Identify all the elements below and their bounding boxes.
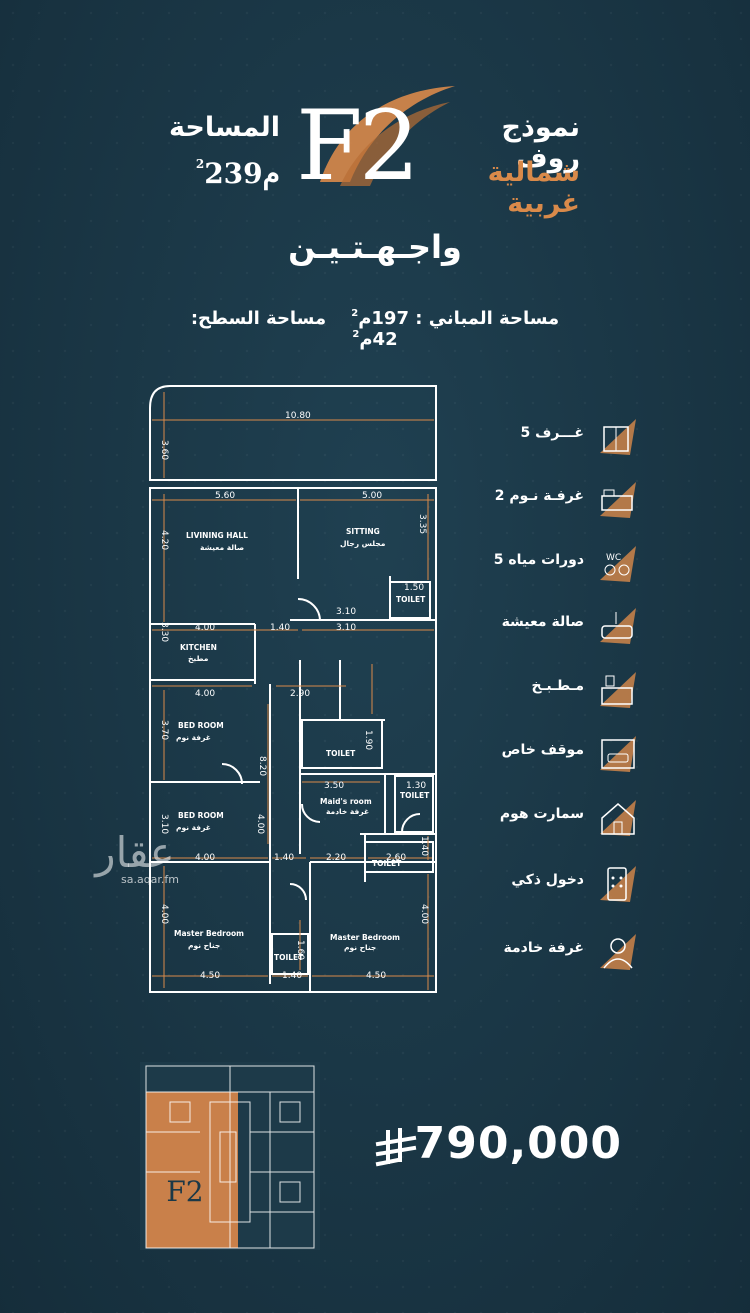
dim-label: 4.50 [366, 971, 386, 981]
living-icon [600, 608, 636, 644]
feature-living: صالة معيشة [440, 604, 640, 648]
feature-smart-entry: دخول ذكي [440, 862, 640, 906]
parking-icon [600, 736, 636, 772]
room-label-en: LIVINING HALL [186, 531, 248, 540]
room-label-ar: غرفة نوم [176, 823, 211, 832]
dim-label: 4.20 [159, 530, 169, 550]
building-area-label: مساحة المباني : [415, 308, 560, 329]
dim-label: 4.00 [159, 904, 169, 924]
dim-label: 4.50 [200, 971, 220, 981]
room-label-en: KITCHEN [180, 643, 217, 652]
feature-bathrooms: 5 دورات مياه WC [440, 542, 640, 586]
room-label-ar: صالة معيشة [200, 543, 244, 552]
building-thumbnail [140, 1062, 320, 1250]
model-name: نموذج روف [501, 112, 580, 174]
toilet-label: TOILET [396, 595, 426, 604]
maid-icon [600, 934, 636, 970]
room-label-en: Master Bedroom [174, 929, 244, 938]
roof-area-label: مساحة السطح: [190, 308, 327, 329]
feature-parking: موقف خاص [440, 732, 640, 776]
dim-label: 4.00 [195, 689, 215, 699]
toilet-label: TOILET [326, 749, 356, 758]
room-label-en: Maid's room [320, 797, 372, 806]
smart-entry-icon [600, 866, 636, 902]
dim-label: 10.80 [285, 411, 311, 421]
dim-label: 1.60 [295, 940, 305, 960]
toilet-label: TOILET [372, 859, 402, 868]
smart-home-icon [600, 800, 636, 836]
swoosh-graphic [320, 86, 455, 186]
wc-icon: WC [600, 546, 636, 582]
feature-smart-home: سمارت هوم [440, 796, 640, 840]
area-label: المساحة [169, 112, 280, 143]
feature-kitchen: مـطـبـخ [440, 668, 640, 712]
model-orientation: شمالية غربية [487, 157, 580, 219]
room-label-ar: مجلس رجال [340, 539, 386, 548]
dim-label: 1.40 [419, 836, 429, 856]
room-label-ar: غرفة خادمة [326, 807, 369, 816]
dim-label: 1.90 [363, 730, 373, 750]
facades-label: واجـهـتـيـن [288, 228, 462, 266]
dim-label: 1.40 [270, 623, 290, 633]
roof-area-value: 42م [359, 329, 398, 350]
floor-plan: 10.80 3.60 5.60 5.00 4.20 3.35 1.50 3.10… [149, 385, 437, 993]
dim-label: 3.10 [336, 607, 356, 617]
dim-label: 4.00 [195, 623, 215, 633]
dim-label: 5.00 [362, 491, 382, 501]
area-value: 2239م [195, 157, 280, 190]
feature-maid-room: غرفة خادمة [440, 930, 640, 974]
dim-label: 3.60 [159, 440, 169, 460]
price-value: 790,000 [414, 1118, 622, 1169]
feature-bedrooms: 2 غرفـة نـوم [440, 478, 640, 522]
room-label-ar: جناح نوم [188, 941, 220, 950]
watermark-url: sa.aqar.fm [120, 873, 180, 886]
model-code: F2 [296, 90, 420, 202]
dim-label: 3.35 [417, 514, 427, 534]
dim-label: 1.40 [274, 853, 294, 863]
rooms-icon [600, 419, 636, 455]
dim-label: 1.50 [404, 583, 424, 593]
dim-label: 3.10 [159, 814, 169, 834]
dim-label: 1.30 [406, 781, 426, 791]
dim-label: 3.50 [324, 781, 344, 791]
watermark-logo: عقار [95, 828, 175, 877]
dim-label: 3.10 [336, 623, 356, 633]
building-area-value: 197م [358, 308, 409, 329]
toilet-label: TOILET [274, 953, 304, 962]
dim-label: 2.90 [290, 689, 310, 699]
dim-label: 1.40 [282, 971, 302, 981]
room-label-ar: مطبخ [188, 654, 209, 663]
room-label-en: Master Bedroom [330, 933, 400, 942]
room-label-en: BED ROOM [178, 721, 224, 730]
areas-line: مساحة المباني : 197م2 مساحة السطح: 42م2 [190, 308, 560, 350]
svg-text:WC: WC [606, 553, 621, 563]
room-label-ar: جناح نوم [344, 943, 376, 952]
kitchen-icon [600, 672, 636, 708]
room-label-ar: غرفة نوم [176, 733, 211, 742]
feature-rooms: 5 غـــرف [440, 415, 640, 459]
dim-label: 8.20 [257, 756, 267, 776]
dim-label: 4.00 [419, 904, 429, 924]
dim-label: 5.60 [215, 491, 235, 501]
thumbnail-label: F2 [166, 1175, 204, 1208]
dim-label: 3.70 [159, 720, 169, 740]
room-label-en: SITTING [346, 527, 380, 536]
dim-label: 3.30 [159, 622, 169, 642]
dim-label: 4.00 [195, 853, 215, 863]
dim-label: 2.60 [386, 853, 406, 863]
dim-label: 4.00 [255, 814, 265, 834]
riyal-icon [375, 1128, 417, 1167]
toilet-label: TOILET [400, 791, 430, 800]
dim-label: 2.20 [326, 853, 346, 863]
bedroom-icon [600, 482, 636, 518]
room-label-en: BED ROOM [178, 811, 224, 820]
